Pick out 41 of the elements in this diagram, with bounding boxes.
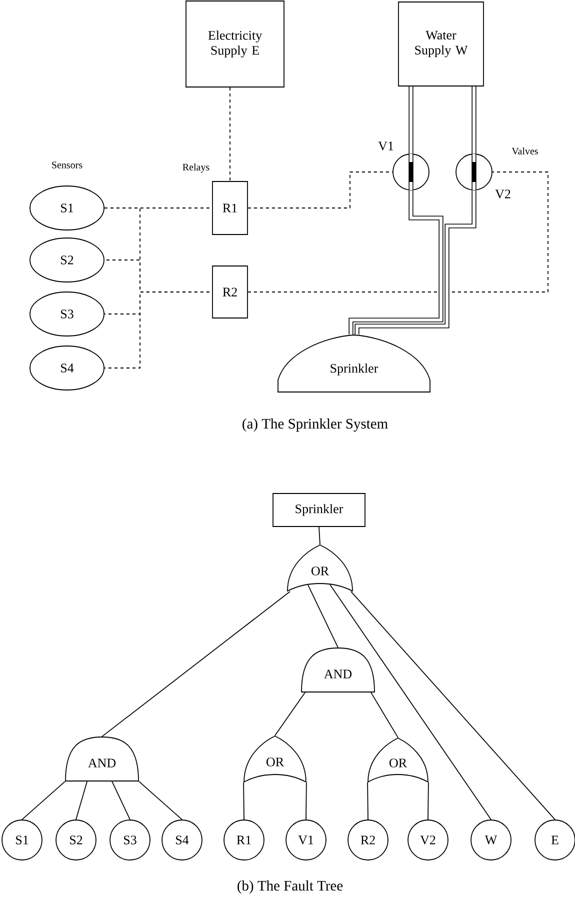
sprinkler-dome: Sprinkler [278,334,430,392]
signal-line [248,172,393,208]
caption: (b) The Fault Tree [238,880,343,894]
valve-symbol [456,154,492,190]
tree-line [350,591,556,820]
relay-box: R2 [212,266,248,318]
tree-line [22,781,66,820]
tree-line [138,781,182,820]
caption: (a) The Sprinkler System [242,418,388,432]
or-gate: OR [287,544,353,592]
tree-line [367,782,368,820]
label-text: Relays [182,163,210,173]
tree-line [330,584,492,820]
valve-symbol [392,154,430,190]
signal-line [248,172,548,292]
and-gate: AND [301,648,375,692]
tree-line [318,526,320,545]
label-text: Valves [512,147,538,155]
relay-box: R1 [212,181,248,235]
supply-box: Electricity Supply E [186,0,284,88]
tree-line [112,781,130,820]
label-text: Sensors [52,162,82,168]
tree-line [308,584,338,648]
pipe [408,86,414,154]
tree-line [243,782,244,820]
valve-label: V1 [378,142,394,150]
pipe [354,190,476,335]
tree-line [274,692,306,736]
valve-label: V2 [495,190,510,198]
or-gate: OR [368,738,428,782]
or-gate: OR [244,736,306,782]
pipe [472,86,476,154]
tree-line [306,782,307,820]
and-gate: AND [65,736,139,782]
event-box: Sprinkler [272,493,366,527]
pipe [348,190,444,335]
supply-box: Water Supply W [398,2,484,86]
tree-line [76,781,88,820]
tree-line [428,782,429,820]
tree-line [370,692,398,738]
tree-line [102,591,290,737]
